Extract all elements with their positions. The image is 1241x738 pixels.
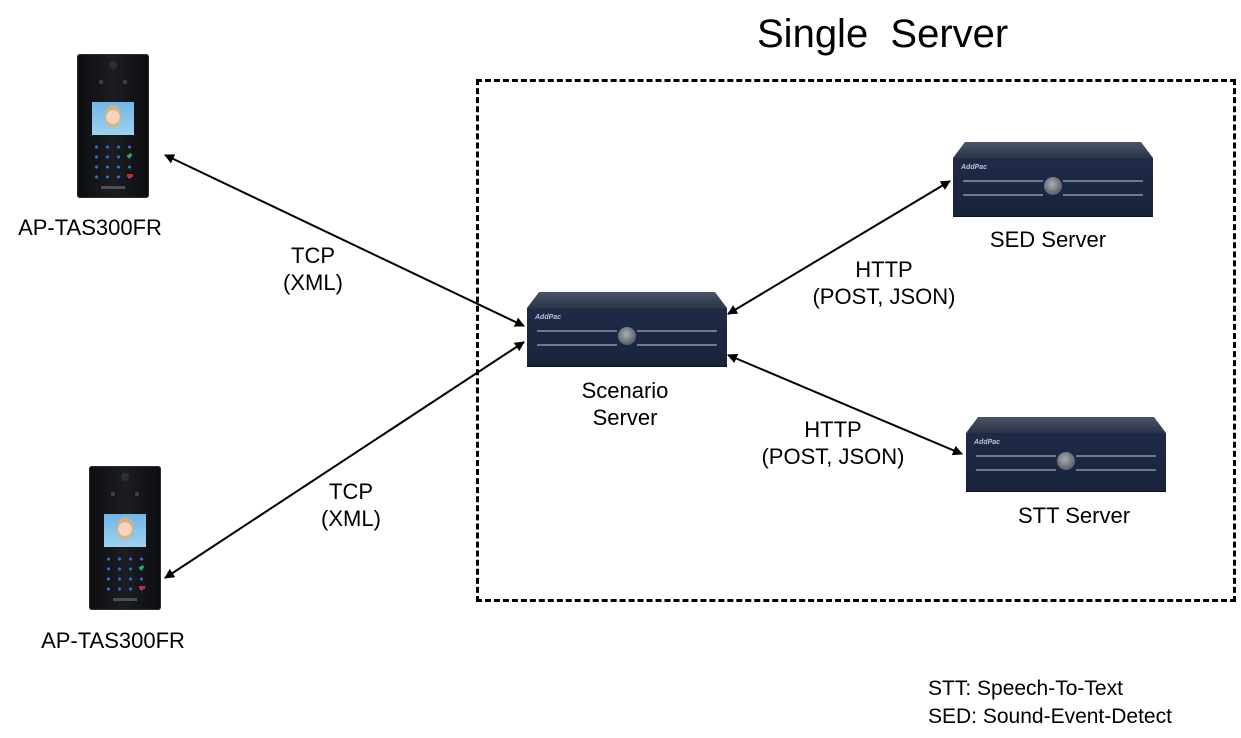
drive-slot — [976, 469, 1056, 471]
link-scenario-sed — [727, 180, 951, 315]
face-image — [105, 105, 121, 127]
sed-server-icon[interactable]: AddPac — [953, 142, 1153, 216]
link-intercom-top-scenario — [164, 154, 525, 327]
sed-server-label: SED Server — [989, 227, 1107, 252]
intercom-screen — [92, 102, 134, 135]
link-label-http-sed: HTTP (POST, JSON) — [812, 257, 956, 309]
stt-server-icon[interactable]: AddPac — [966, 417, 1166, 491]
diagram-title-text: Single Server — [757, 12, 1009, 56]
speaker-hole — [135, 492, 139, 496]
camera-lens-icon — [109, 61, 117, 69]
face-image — [117, 517, 133, 539]
link-label-tcp-top: TCP (XML) — [283, 243, 343, 295]
speaker-hole — [111, 492, 115, 496]
camera-lens-icon — [121, 473, 129, 481]
brand-logo: AddPac — [535, 314, 562, 321]
drive-slot — [637, 330, 717, 332]
legend-item-sed: SED: Sound-Event-Detect — [928, 705, 1172, 728]
door-intercom-icon[interactable] — [77, 54, 149, 198]
door-intercom-icon[interactable] — [89, 466, 161, 610]
link-scenario-stt — [727, 353, 963, 456]
brand-logo: AddPac — [961, 164, 988, 171]
drive-slot — [637, 344, 717, 346]
drive-slot — [976, 455, 1056, 457]
server-front: AddPac — [966, 433, 1166, 491]
server-front: AddPac — [527, 308, 727, 366]
server-top — [953, 142, 1153, 158]
drive-slot — [963, 180, 1043, 182]
scenario-server-icon[interactable]: AddPac — [527, 292, 727, 366]
server-top — [527, 292, 727, 308]
server-front: AddPac — [953, 158, 1153, 216]
legend-item-stt: STT: Speech-To-Text — [928, 677, 1123, 700]
drive-slot — [1076, 469, 1156, 471]
legend: STT: Speech-To-Text SED: Sound-Event-Det… — [928, 675, 1172, 731]
intercom-bottom-label: AP-TAS300FR — [41, 628, 185, 653]
hangup-key-icon — [139, 586, 145, 589]
brand-logo: AddPac — [974, 439, 1001, 446]
drive-slot — [1063, 180, 1143, 182]
speaker-hole — [123, 80, 127, 84]
speaker-hole — [99, 80, 103, 84]
hangup-key-icon — [127, 174, 133, 177]
drive-slot — [537, 344, 617, 346]
server-top — [966, 417, 1166, 433]
link-label-tcp-bottom: TCP (XML) — [321, 479, 381, 531]
intercom-top-label: AP-TAS300FR — [18, 215, 162, 240]
drive-slot — [1063, 194, 1143, 196]
link-label-http-stt: HTTP (POST, JSON) — [761, 417, 905, 469]
grille — [113, 598, 137, 601]
single-server-boundary — [476, 79, 1236, 602]
power-button-icon — [1057, 452, 1075, 470]
grille — [101, 186, 125, 189]
power-button-icon — [618, 327, 636, 345]
drive-slot — [963, 194, 1043, 196]
link-intercom-bottom-scenario — [164, 341, 525, 579]
intercom-screen — [104, 514, 146, 547]
drive-slot — [537, 330, 617, 332]
drive-slot — [1076, 455, 1156, 457]
stt-server-label: STT Server — [1017, 503, 1131, 528]
scenario-server-label: Scenario Server — [581, 378, 669, 430]
power-button-icon — [1044, 177, 1062, 195]
